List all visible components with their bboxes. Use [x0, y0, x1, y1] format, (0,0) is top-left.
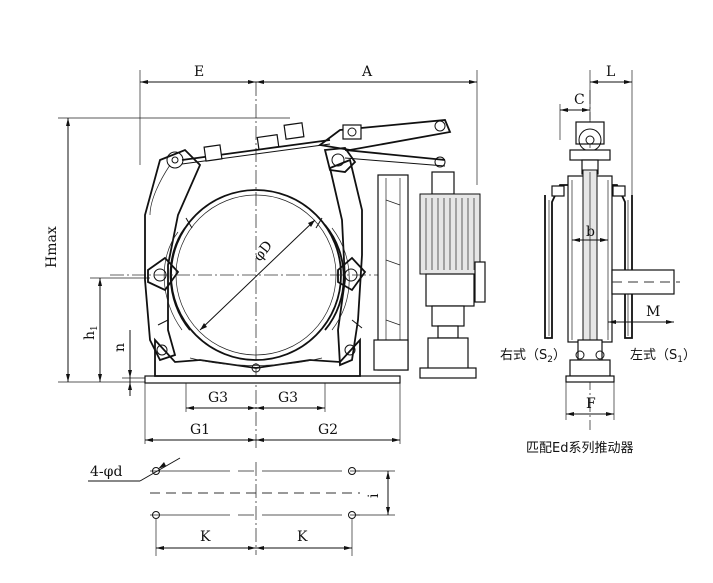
label-n: n — [112, 343, 128, 352]
front-view — [58, 70, 486, 448]
label-left-type: 左式（S1） — [630, 348, 696, 365]
actuator-fins — [425, 198, 475, 270]
side-view — [544, 70, 680, 430]
label-E: E — [194, 64, 204, 80]
label-b: b — [586, 224, 595, 240]
bottom-dimensions — [145, 406, 400, 442]
label-K-right: K — [297, 529, 308, 545]
label-M: M — [646, 304, 660, 320]
label-G2: G2 — [318, 422, 338, 438]
label-i: i — [366, 493, 382, 498]
hole-plan — [88, 457, 395, 556]
label-L: L — [606, 64, 615, 80]
label-right-type: 右式（S2） — [500, 348, 566, 365]
label-K-left: K — [200, 529, 211, 545]
label-h1: h1 — [82, 325, 100, 340]
label-G3-right: G3 — [278, 390, 298, 406]
label-G1: G1 — [190, 422, 210, 438]
label-C: C — [574, 92, 585, 108]
label-holes: 4-φd — [90, 464, 122, 480]
label-G3-left: G3 — [208, 390, 228, 406]
label-F: F — [586, 396, 596, 412]
label-A: A — [361, 64, 373, 80]
label-actuator-note: 匹配Ed系列推动器 — [526, 441, 633, 456]
label-Hmax: Hmax — [44, 226, 60, 268]
